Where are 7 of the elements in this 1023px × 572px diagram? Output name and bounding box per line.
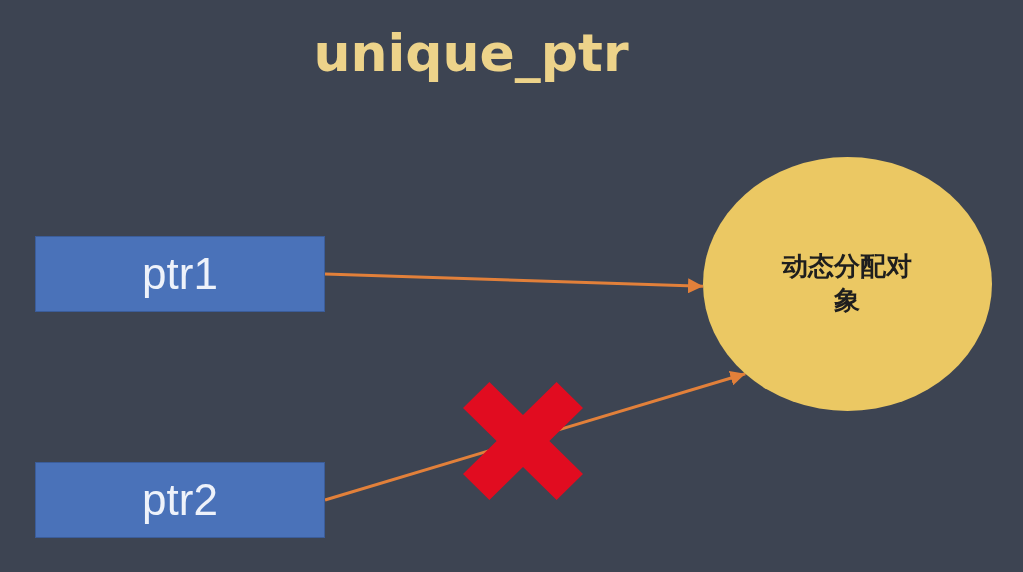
pointer-box [35, 462, 325, 538]
pointer-label: ptr2 [142, 475, 218, 525]
pointer-box [35, 236, 325, 312]
arrow [324, 272, 704, 294]
pointer-label: ptr1 [142, 249, 218, 299]
object-label: 动态分配对象 [780, 250, 914, 317]
title: unique_ptr [313, 22, 629, 85]
